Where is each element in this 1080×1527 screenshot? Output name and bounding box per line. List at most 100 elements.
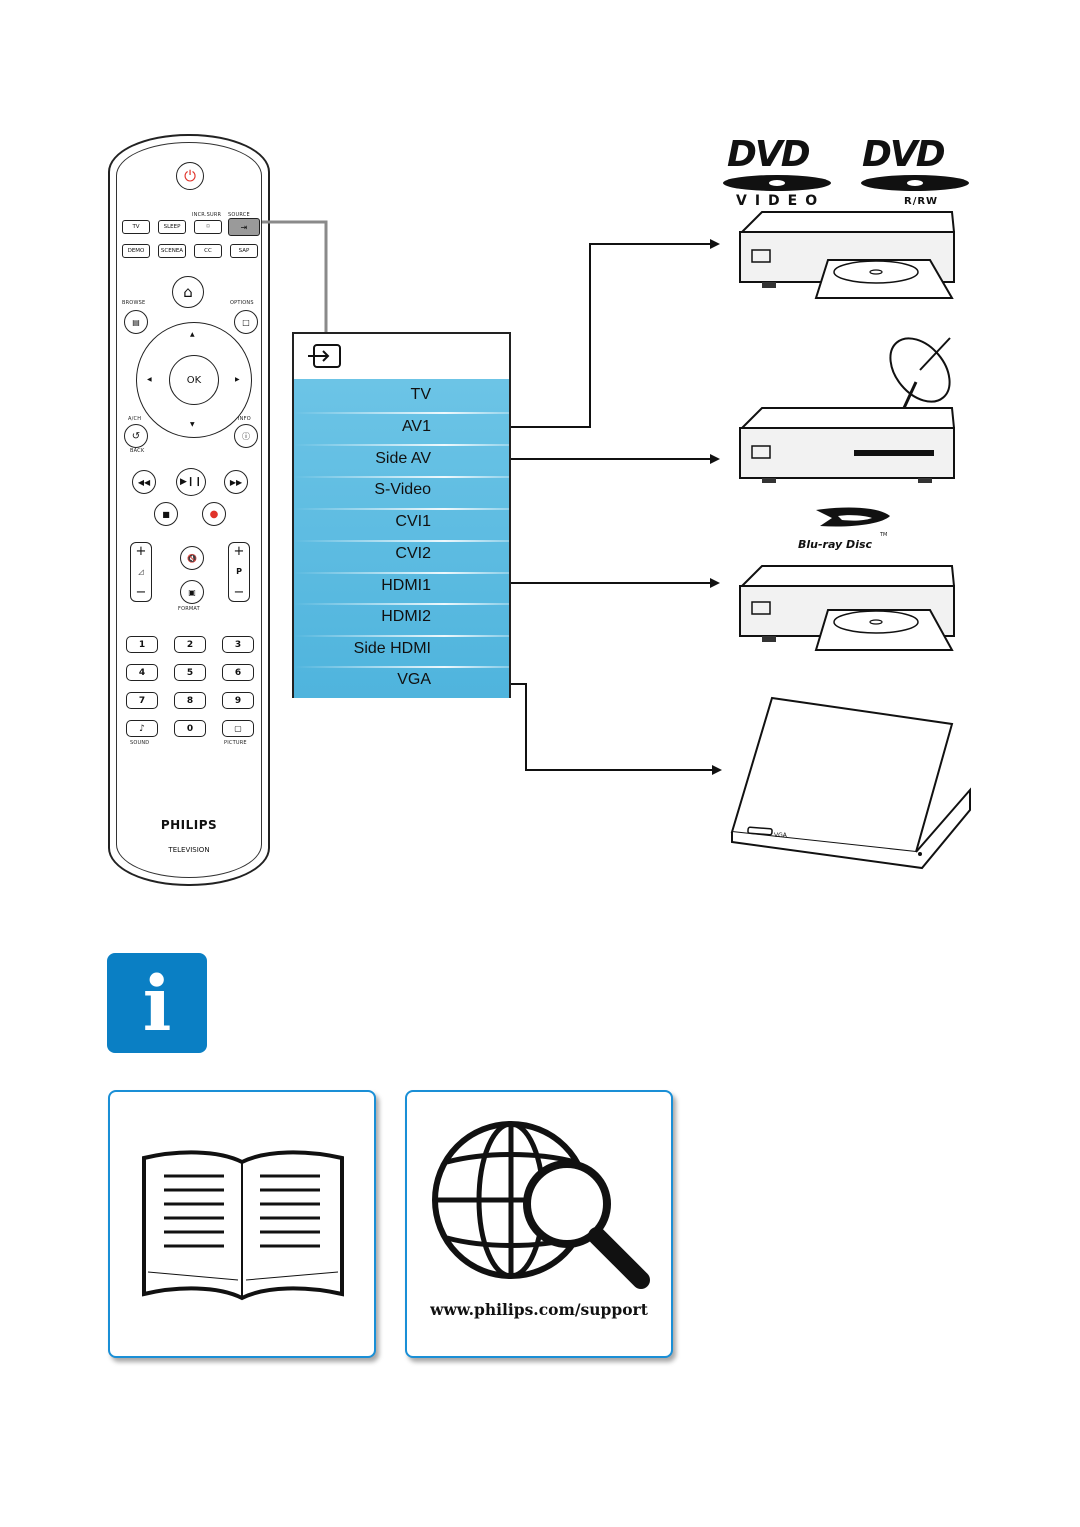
number-key-3[interactable]: 3 xyxy=(222,636,254,653)
number-key-5[interactable]: 5 xyxy=(174,664,206,681)
home-button[interactable]: ⌂ xyxy=(172,276,204,308)
browse-button[interactable]: ▤ xyxy=(124,310,148,334)
mute-button[interactable]: 🔇 xyxy=(180,546,204,570)
picture-button[interactable]: ▢ xyxy=(222,720,254,737)
down-arrow-icon[interactable]: ▼ xyxy=(190,421,195,428)
remote-control: ⏻ INCR.SURR SOURCE TV SLEEP ⌑ ⇥ DEMO SCE… xyxy=(108,134,270,886)
format-button[interactable]: ▣ xyxy=(180,580,204,604)
options-button[interactable]: □ xyxy=(234,310,258,334)
scenea-button-label: SCENEA xyxy=(160,248,184,254)
sap-button-label: SAP xyxy=(238,248,250,254)
sleep-button[interactable]: SLEEP xyxy=(158,220,186,234)
tv-button[interactable]: TV xyxy=(122,220,150,234)
cc-button[interactable]: CC xyxy=(194,244,222,258)
menu-item-vga[interactable]: VGA xyxy=(397,671,431,688)
menu-separator xyxy=(294,476,509,478)
browse-icon: ▤ xyxy=(132,317,140,327)
format-icon: ▣ xyxy=(188,587,196,597)
dvd-video-logo: DVD xyxy=(727,134,811,175)
navigation-pad[interactable]: ▲ ▼ ◀ ▶ OK xyxy=(136,322,252,438)
info-label: INFO xyxy=(238,416,251,422)
back-label: BACK xyxy=(130,448,145,454)
sap-button[interactable]: SAP xyxy=(230,244,258,258)
ach-label: A/CH xyxy=(128,416,142,422)
support-card[interactable]: www.philips.com/support xyxy=(405,1090,673,1358)
menu-item-s-video[interactable]: S-Video xyxy=(374,481,431,498)
menu-item-av1[interactable]: AV1 xyxy=(401,418,431,435)
number-key-1[interactable]: 1 xyxy=(126,636,158,653)
dvd-rw-disc-icon xyxy=(861,175,969,191)
menu-separator xyxy=(294,508,509,510)
source-input-icon xyxy=(308,344,341,368)
channel-down-icon[interactable]: − xyxy=(233,585,245,600)
menu-separator xyxy=(294,666,509,668)
sound-button[interactable]: ♪ xyxy=(126,720,158,737)
menu-item-cvi2[interactable]: CVI2 xyxy=(395,545,431,562)
satellite-receiver-icon xyxy=(739,407,955,483)
menu-item-hdmi1[interactable]: HDMI1 xyxy=(381,577,431,594)
info-badge: i xyxy=(107,953,207,1053)
menu-separator xyxy=(294,572,509,574)
right-arrow-icon[interactable]: ▶ xyxy=(235,376,240,383)
av1-arrow xyxy=(493,239,720,428)
cc-button-label: CC xyxy=(204,248,212,254)
dvd-video-sublabel: VIDEO xyxy=(736,193,826,209)
menu-item-side-hdmi[interactable]: Side HDMI xyxy=(353,640,431,657)
menu-item-side-av[interactable]: Side AV xyxy=(375,450,431,467)
menu-item-cvi1[interactable]: CVI1 xyxy=(395,513,431,530)
record-icon: ● xyxy=(209,508,219,520)
fast-forward-button[interactable]: ▶▶ xyxy=(224,470,248,494)
source-button[interactable]: ⇥ xyxy=(228,218,260,236)
back-icon: ↺ xyxy=(131,430,141,442)
menu-item-hdmi2[interactable]: HDMI2 xyxy=(381,608,431,625)
number-key-0[interactable]: 0 xyxy=(174,720,206,737)
play-pause-icon: ▶❙❙ xyxy=(179,477,202,487)
volume-rocker[interactable]: + ◿ − xyxy=(130,542,152,602)
number-key-9[interactable]: 9 xyxy=(222,692,254,709)
bluray-logo-text: Blu-ray Disc xyxy=(798,538,873,551)
number-key-7[interactable]: 7 xyxy=(126,692,158,709)
demo-button-label: DEMO xyxy=(127,248,145,254)
incr-surr-button[interactable]: ⌑ xyxy=(194,220,222,234)
ok-button[interactable]: OK xyxy=(169,355,219,405)
number-key-6[interactable]: 6 xyxy=(222,664,254,681)
volume-icon: ◿ xyxy=(138,567,144,576)
menu-item-tv[interactable]: TV xyxy=(410,386,431,403)
options-icon: □ xyxy=(242,317,250,327)
stop-button[interactable]: ■ xyxy=(154,502,178,526)
info-icon: i xyxy=(142,958,172,1048)
power-icon: ⏻ xyxy=(184,166,196,185)
bluray-player-icon xyxy=(739,565,955,651)
number-key-8[interactable]: 8 xyxy=(174,692,206,709)
manual-card[interactable] xyxy=(108,1090,376,1358)
rewind-icon: ◀◀ xyxy=(137,477,151,487)
satellite-dish-icon xyxy=(889,337,951,409)
power-button[interactable]: ⏻ xyxy=(176,162,204,190)
dvd-rw-logo: DVD xyxy=(862,134,946,175)
rewind-button[interactable]: ◀◀ xyxy=(132,470,156,494)
support-url-link[interactable]: www.philips.com/support xyxy=(430,1300,648,1319)
source-connector-line xyxy=(262,220,328,334)
play-pause-button[interactable]: ▶❙❙ xyxy=(176,468,206,496)
channel-rocker[interactable]: + P − xyxy=(228,542,250,602)
volume-down-icon[interactable]: − xyxy=(135,585,147,600)
volume-up-icon[interactable]: + xyxy=(135,544,147,559)
number-key-4[interactable]: 4 xyxy=(126,664,158,681)
number-key-2[interactable]: 2 xyxy=(174,636,206,653)
open-book-icon xyxy=(142,1150,344,1301)
tv-button-label: TV xyxy=(132,224,140,230)
source-input-icon: ⇥ xyxy=(240,222,248,232)
format-label: FORMAT xyxy=(178,606,200,612)
up-arrow-icon[interactable]: ▲ xyxy=(190,331,195,338)
channel-up-icon[interactable]: + xyxy=(233,544,245,559)
left-arrow-icon[interactable]: ◀ xyxy=(147,376,152,383)
back-button[interactable]: ↺ xyxy=(124,424,148,448)
dvd-player-icon xyxy=(739,211,955,299)
record-button[interactable]: ● xyxy=(202,502,226,526)
home-icon: ⌂ xyxy=(183,283,193,301)
info-button[interactable]: ⓘ xyxy=(234,424,258,448)
scenea-button[interactable]: SCENEA xyxy=(158,244,186,258)
demo-button[interactable]: DEMO xyxy=(122,244,150,258)
vga-arrow xyxy=(493,683,722,775)
browse-label: BROWSE xyxy=(122,300,146,306)
